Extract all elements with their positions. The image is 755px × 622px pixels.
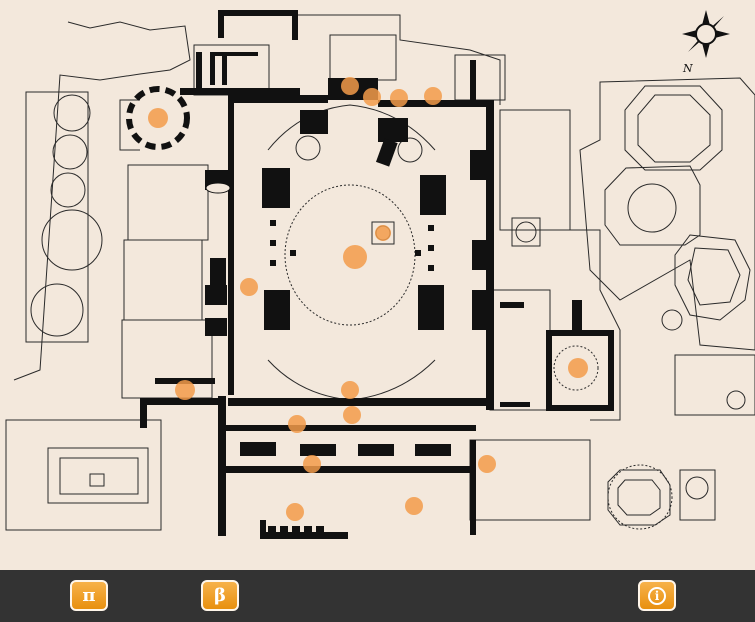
hotspot-south-1[interactable]	[341, 381, 359, 399]
hotspot-west-aisle[interactable]	[240, 278, 258, 296]
hotspot-mausoleum[interactable]	[568, 358, 588, 378]
hotspot-north-2[interactable]	[363, 88, 381, 106]
hotspot-southwest-court[interactable]	[286, 503, 304, 521]
hotspot-north-4[interactable]	[424, 87, 442, 105]
pi-button[interactable]: π	[70, 580, 108, 611]
pi-icon: π	[82, 585, 96, 606]
hotspot-south-court[interactable]	[405, 497, 423, 515]
compass-north-label: N	[682, 62, 693, 75]
hotspot-south-2[interactable]	[343, 406, 361, 424]
info-button[interactable]: i	[638, 580, 676, 611]
floor-plan-map[interactable]: N	[0, 0, 755, 570]
beta-button[interactable]: β	[201, 580, 239, 611]
compass-rose-icon	[682, 10, 730, 58]
hotspot-central-dome[interactable]	[343, 245, 367, 269]
west-annex-outline	[25, 91, 89, 343]
bottom-toolbar	[0, 570, 755, 622]
hotspot-inner-narthex[interactable]	[288, 415, 306, 433]
hotspot-outer-narthex[interactable]	[303, 455, 321, 473]
hotspot-north-3[interactable]	[390, 89, 408, 107]
beta-icon: β	[214, 585, 226, 606]
baptistery-outline	[126, 86, 190, 150]
info-icon: i	[648, 586, 666, 605]
info-icon-glyph: i	[654, 588, 660, 603]
hotspot-baptistery[interactable]	[148, 108, 168, 128]
hotspot-mihrab[interactable]	[375, 225, 391, 241]
hotspot-southwest-entrance[interactable]	[175, 380, 195, 400]
hotspot-southeast[interactable]	[478, 455, 496, 473]
hotspot-north-1[interactable]	[341, 77, 359, 95]
